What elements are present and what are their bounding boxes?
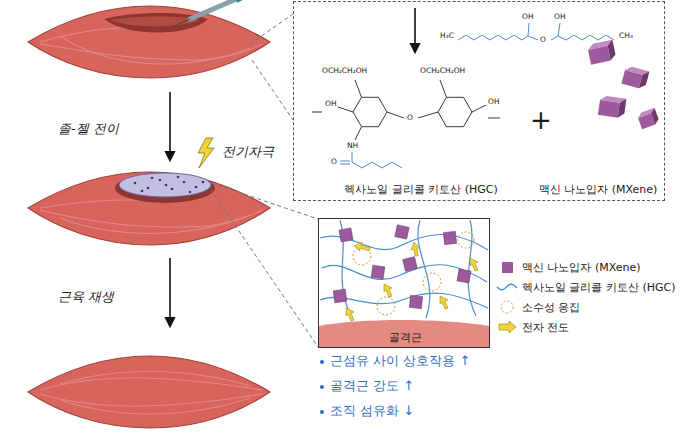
chitosan-structure bbox=[312, 80, 500, 140]
step-label: 졸-젤 전이 bbox=[58, 121, 119, 137]
atom-label: OCH₂CH₂OH bbox=[322, 66, 367, 75]
bullet-markers bbox=[320, 360, 324, 414]
outcome-bullet: 근섬유 사이 상호작용 ↑ bbox=[330, 353, 470, 369]
atom-label: O bbox=[331, 157, 337, 166]
muscle-fibers bbox=[40, 371, 262, 414]
chemistry-panel: 헥사노일 글리콜 키토산 (HGC) + 맥신 나노입자 (MXene) bbox=[293, 1, 665, 201]
compound-label: 맥신 나노입자 (MXene) bbox=[539, 183, 658, 197]
muscle-fibers bbox=[40, 200, 262, 233]
legend-swatch bbox=[496, 279, 518, 295]
muscle-fibers bbox=[40, 28, 262, 65]
outcome-bullet: 골격근 강도 ↑ bbox=[330, 378, 414, 394]
step-label: 전기자극 bbox=[222, 144, 274, 160]
atom-label: O bbox=[407, 113, 413, 122]
gel-particles bbox=[134, 176, 205, 194]
atom-label: NH bbox=[347, 141, 358, 150]
hexanoyl-chain bbox=[340, 152, 402, 168]
legend-symbol bbox=[496, 279, 518, 295]
atom-label: OH bbox=[325, 99, 337, 108]
mxene-squares bbox=[333, 225, 471, 309]
muscle-body bbox=[28, 6, 270, 78]
injured-muscle bbox=[28, 0, 270, 78]
reaction-arrow bbox=[414, 8, 416, 52]
legend-row: 소수성 응집 bbox=[496, 297, 676, 317]
legend-swatch bbox=[496, 319, 518, 335]
legend-row: 헥사노일 글리콜 키토산 (HGC) bbox=[496, 277, 676, 297]
mxene-particles bbox=[587, 40, 660, 130]
aggregate-symbol bbox=[501, 301, 513, 313]
legend-symbol bbox=[496, 319, 518, 335]
legend-label: 헥사노일 글리콜 키토산 (HGC) bbox=[522, 280, 676, 295]
legend-swatch bbox=[496, 259, 518, 275]
atom-label: OH bbox=[554, 12, 566, 21]
atom-label: OH bbox=[522, 12, 534, 21]
wound-face bbox=[110, 17, 200, 27]
fiber-symbol bbox=[497, 284, 517, 290]
legend-row: 전자 전도 bbox=[496, 317, 676, 337]
anhydride-structure bbox=[458, 23, 614, 40]
syringe-needle bbox=[172, 19, 190, 27]
leader-line bbox=[250, 14, 293, 44]
hgc-fibers bbox=[320, 220, 488, 318]
plus-sign: + bbox=[530, 104, 552, 137]
zoom-panel: 골격근 bbox=[318, 218, 490, 348]
muscle-body bbox=[28, 356, 270, 428]
step-arrow bbox=[169, 92, 171, 160]
syringe-barrel bbox=[190, 0, 248, 19]
atom-label: H₃C bbox=[440, 31, 454, 40]
legend-swatch bbox=[496, 299, 518, 315]
outcome-bullet: 조직 섬유화 ↓ bbox=[330, 403, 414, 419]
compound-label: 헥사노일 글리콜 키토산 (HGC) bbox=[344, 183, 498, 197]
muscle-body bbox=[28, 172, 270, 245]
electron-arrow-symbol bbox=[499, 321, 516, 333]
legend-label: 전자 전도 bbox=[522, 320, 570, 335]
electron-arrows bbox=[346, 242, 478, 321]
hydrophobic-aggregates bbox=[353, 232, 474, 315]
legend-symbol bbox=[496, 299, 518, 315]
atom-label: OCH₂CH₂OH bbox=[420, 66, 465, 75]
legend-label: 맥신 나노입자 (MXene) bbox=[522, 260, 641, 275]
regenerated-muscle bbox=[28, 356, 270, 428]
wound-cut bbox=[115, 173, 215, 203]
atom-label: CH₃ bbox=[619, 31, 633, 40]
lightning-symbol bbox=[198, 138, 214, 168]
legend: 맥신 나노입자 (MXene) 헥사노일 글리콜 키토산 (HGC) 소수성 응집전… bbox=[496, 257, 676, 337]
atom-label: O bbox=[540, 35, 546, 44]
legend-row: 맥신 나노입자 (MXene) bbox=[496, 257, 676, 277]
step-label: 근육 재생 bbox=[58, 289, 114, 305]
skeletal-muscle-band bbox=[319, 320, 489, 347]
step-arrow bbox=[169, 258, 171, 326]
leader-line bbox=[252, 60, 293, 120]
atom-label: OH bbox=[488, 97, 500, 106]
legend-label: 소수성 응집 bbox=[522, 300, 581, 315]
hydrogel-patch bbox=[119, 173, 211, 197]
treated-muscle bbox=[28, 172, 270, 245]
legend-color bbox=[502, 262, 513, 273]
leader-line bbox=[211, 190, 318, 347]
zoom-contents bbox=[319, 220, 489, 347]
tissue-label: 골격근 bbox=[389, 331, 422, 345]
